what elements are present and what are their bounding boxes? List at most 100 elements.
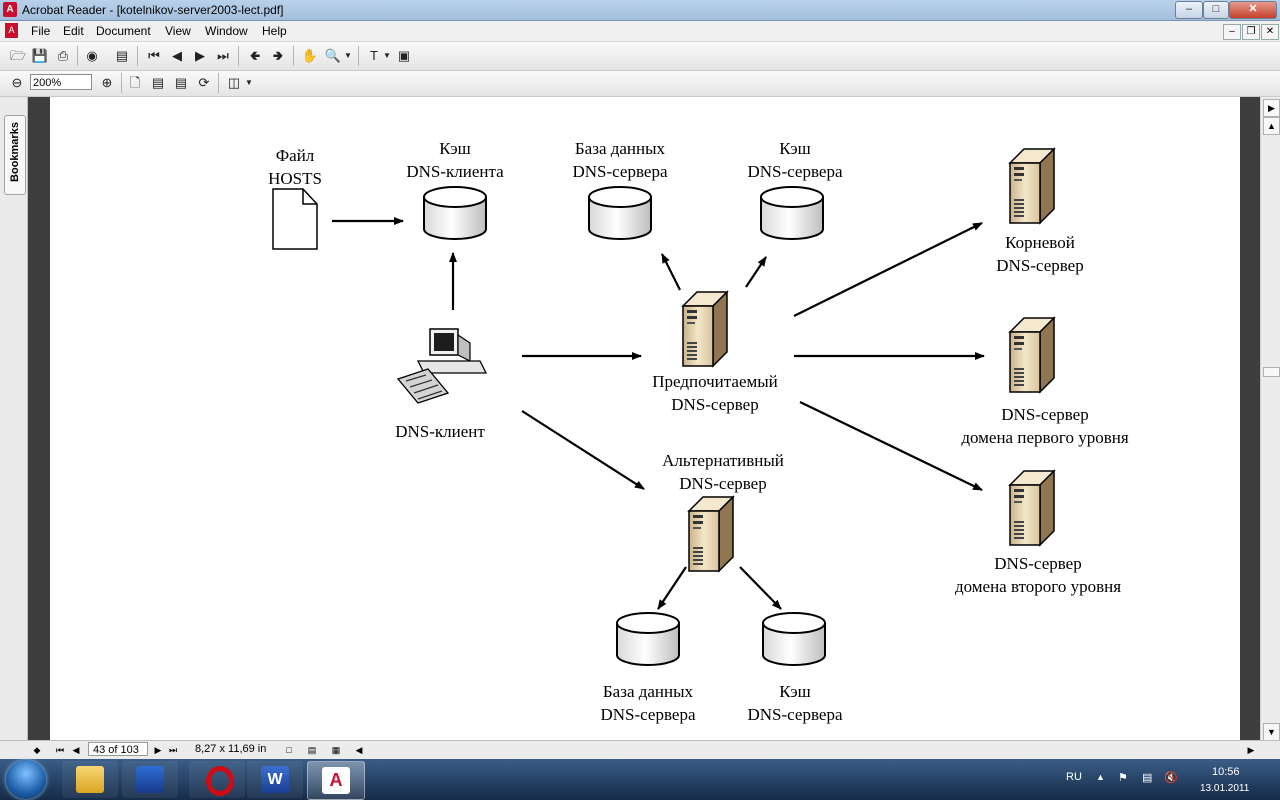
hscroll-left-arrow-icon[interactable]: ◀ [355, 745, 363, 755]
page-layout-icon[interactable]: ◫ [227, 75, 241, 90]
client-cache-label-line1: Кэш [439, 139, 471, 158]
go-back-icon[interactable]: 🢀 [249, 48, 261, 63]
word-icon: W [261, 766, 289, 793]
doc-close-button[interactable]: ✕ [1261, 24, 1279, 40]
fit-page-icon[interactable]: ▤ [151, 75, 165, 90]
hosts-file-label-line2: HOSTS [268, 169, 322, 188]
preferred-server-label: Предпочитаемый DNS-сервер [630, 370, 800, 416]
preferred-cache-label-line2: DNS-сервера [747, 162, 843, 181]
previous-page-icon[interactable]: ◀ [172, 48, 182, 63]
zoom-in-icon[interactable]: ⊕ [101, 75, 113, 90]
separator [293, 46, 294, 66]
alternate-cache-label: Кэш DNS-сервера [725, 680, 865, 726]
alternate-server-label: Альтернативный DNS-сервер [638, 449, 808, 495]
preferred-database-icon [588, 186, 652, 240]
action-center-flag-icon[interactable]: ⚑ [1118, 772, 1128, 784]
zoom-out-icon[interactable]: ⊖ [11, 75, 23, 90]
doc-minimize-button[interactable]: – [1223, 24, 1241, 40]
client-cache-database-icon [423, 186, 487, 240]
minimize-button[interactable]: – [1175, 1, 1203, 19]
menu-view[interactable]: View [165, 24, 191, 38]
language-indicator[interactable]: RU [1066, 771, 1082, 783]
separator [137, 46, 138, 66]
clock-time[interactable]: 10:56 [1212, 766, 1240, 778]
taskbar-word-button[interactable]: W [247, 761, 303, 798]
rotate-view-icon[interactable]: ⟳ [198, 75, 210, 90]
text-select-dropdown-icon[interactable]: ▼ [383, 51, 391, 60]
alternate-server-label-line1: Альтернативный [662, 451, 784, 470]
vertical-scrollbar[interactable]: ▶ ▲ ▼ [1260, 97, 1280, 743]
network-icon[interactable]: ▤ [1142, 772, 1153, 784]
opera-icon [206, 766, 234, 796]
menu-window[interactable]: Window [205, 24, 248, 38]
menu-edit[interactable]: Edit [63, 24, 84, 38]
scroll-thumb[interactable] [1263, 367, 1280, 377]
arrow-preferred-to-db [661, 253, 681, 291]
hosts-file-label-line1: Файл [275, 146, 315, 165]
facing-view-icon[interactable]: ▦ [331, 745, 341, 755]
bookmarks-tab[interactable]: Bookmarks [4, 115, 26, 195]
hand-tool-icon[interactable]: ✋ [301, 48, 319, 63]
root-server-label-line2: DNS-сервер [996, 256, 1084, 275]
page-layout-dropdown-icon[interactable]: ▼ [245, 78, 253, 87]
volume-muted-icon[interactable]: 🔇 [1164, 772, 1178, 784]
first-page-icon[interactable]: ⏮ [148, 48, 160, 63]
open-icon[interactable]: 🗁 [9, 48, 27, 63]
client-cache-label-line2: DNS-клиента [406, 162, 504, 181]
document-icon[interactable]: A [5, 23, 18, 38]
continuous-view-icon[interactable]: ▤ [307, 745, 317, 755]
zoom-tool-dropdown-icon[interactable]: ▼ [344, 51, 352, 60]
scroll-down-arrow-icon[interactable]: ▼ [1263, 723, 1280, 741]
alternate-server-icon [688, 496, 734, 572]
taskbar-save-app-button[interactable] [122, 761, 178, 798]
show-hide-navigation-icon[interactable]: ▤ [115, 48, 129, 63]
second-level-server-label: DNS-сервер домена второго уровня [928, 552, 1148, 598]
print-icon[interactable]: ⎙ [57, 48, 69, 63]
acrobat-app-icon: A [3, 2, 17, 17]
go-forward-icon[interactable]: 🢂 [272, 48, 284, 63]
show-hidden-icons-icon[interactable]: ▲ [1096, 772, 1105, 782]
status-last-page-icon[interactable]: ⏭ [168, 745, 178, 755]
menu-file[interactable]: File [31, 24, 51, 38]
hosts-file-label: Файл HOSTS [250, 144, 340, 190]
page-number-field[interactable]: 43 of 103 [88, 742, 148, 756]
scroll-up-arrow-icon[interactable]: ▲ [1263, 117, 1280, 135]
acrobat-icon: A [322, 767, 350, 794]
title-bar: A Acrobat Reader - [kotelnikov-server200… [0, 0, 1280, 21]
taskbar-explorer-button[interactable] [62, 761, 118, 798]
save-icon[interactable]: 💾 [31, 48, 49, 63]
snapshot-tool-icon[interactable]: ▣ [397, 48, 411, 63]
scroll-right-arrow-icon[interactable]: ▶ [1263, 99, 1280, 117]
root-server-label: Корневой DNS-сервер [970, 231, 1110, 277]
next-page-icon[interactable]: ▶ [195, 48, 205, 63]
fit-width-icon[interactable]: ▤ [174, 75, 188, 90]
status-next-page-icon[interactable]: ▶ [154, 745, 162, 755]
separator [121, 73, 122, 93]
find-icon[interactable]: ◉ [86, 48, 98, 63]
single-page-view-icon[interactable]: □ [286, 745, 292, 755]
hscroll-right-arrow-icon[interactable]: ▶ [1247, 745, 1255, 755]
status-nav-toggle-icon[interactable]: ◆ [33, 745, 41, 755]
status-prev-page-icon[interactable]: ◀ [72, 745, 80, 755]
last-page-icon[interactable]: ⏭ [217, 48, 229, 63]
taskbar-acrobat-button[interactable]: A [307, 761, 365, 800]
separator [358, 46, 359, 66]
pdf-page: Файл HOSTS Кэш DNS-клиента База данных D… [50, 97, 1240, 743]
clock-date[interactable]: 13.01.2011 [1200, 783, 1250, 794]
alternate-cache-database-icon [762, 612, 826, 666]
doc-restore-button[interactable]: ❐ [1242, 24, 1260, 40]
taskbar-opera-button[interactable] [189, 761, 245, 798]
alternate-cache-label-line1: Кэш [779, 682, 811, 701]
zoom-input[interactable]: 200% [30, 74, 92, 90]
status-first-page-icon[interactable]: ⏮ [55, 745, 65, 755]
close-button[interactable]: ✕ [1229, 1, 1277, 19]
preferred-db-label-line2: DNS-сервера [572, 162, 668, 181]
separator [218, 73, 219, 93]
menu-document[interactable]: Document [96, 24, 151, 38]
menu-help[interactable]: Help [262, 24, 287, 38]
text-select-tool-icon[interactable]: T [370, 48, 378, 63]
zoom-in-tool-icon[interactable]: 🔍 [324, 48, 342, 63]
actual-size-icon[interactable]: 🗋 [129, 75, 141, 90]
start-button[interactable] [6, 760, 46, 799]
maximize-button[interactable]: □ [1203, 1, 1229, 19]
